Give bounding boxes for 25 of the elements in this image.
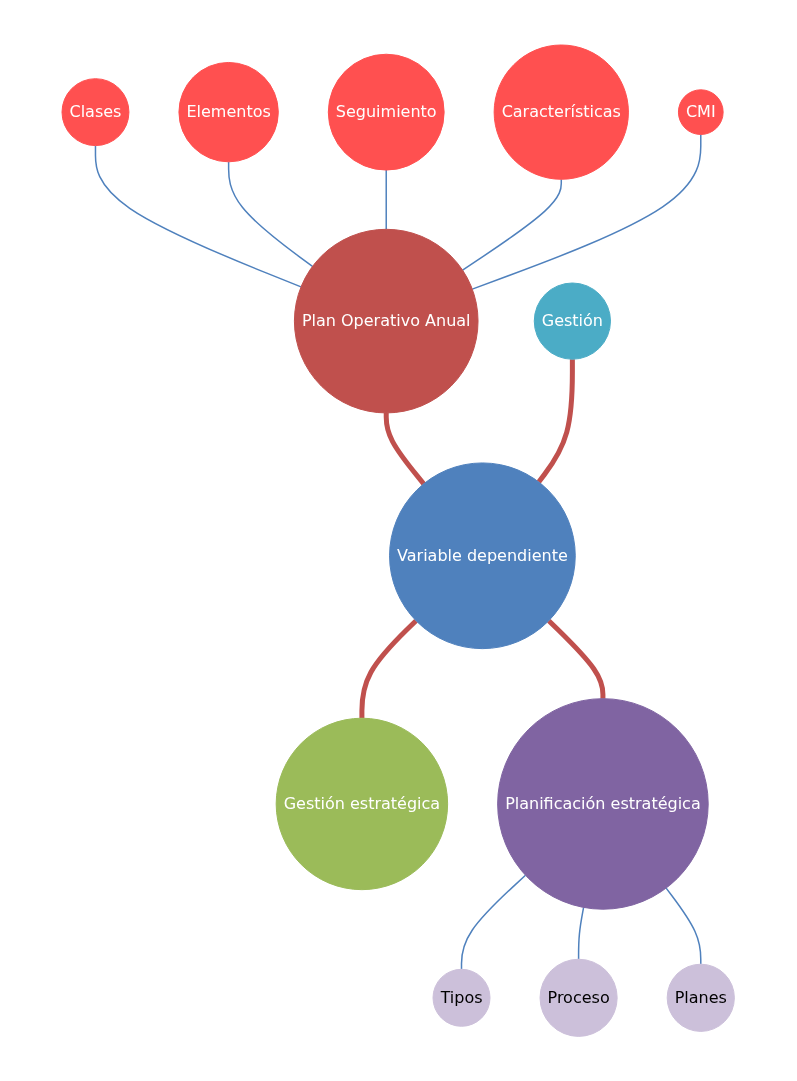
connector — [578, 906, 585, 960]
node-circle: Gestión estratégica — [275, 717, 449, 890]
connector — [385, 169, 388, 230]
connector — [384, 412, 426, 486]
node-circle: Plan Operativo Anual — [294, 228, 479, 414]
connector — [359, 618, 419, 718]
node-circle: Tipos — [432, 968, 491, 1027]
node-circle: Planes — [666, 963, 736, 1032]
connector — [665, 887, 702, 965]
connector — [95, 144, 303, 288]
connector — [462, 178, 563, 271]
connector — [471, 133, 702, 290]
node-circle: Elementos — [178, 61, 280, 163]
node-circle: Seguimiento — [328, 53, 445, 171]
node-circle: Características — [493, 44, 630, 180]
connector — [537, 359, 576, 484]
node-circle: Gestión — [534, 282, 612, 360]
connector — [547, 618, 606, 699]
node-circle: CMI — [678, 89, 724, 135]
node-circle: Proceso — [539, 958, 618, 1037]
node-circle: Variable dependiente — [389, 462, 577, 649]
node-circle: Clases — [61, 78, 130, 146]
connector — [461, 874, 527, 970]
connector — [228, 160, 314, 267]
node-circle: Planificación estratégica — [497, 697, 709, 910]
